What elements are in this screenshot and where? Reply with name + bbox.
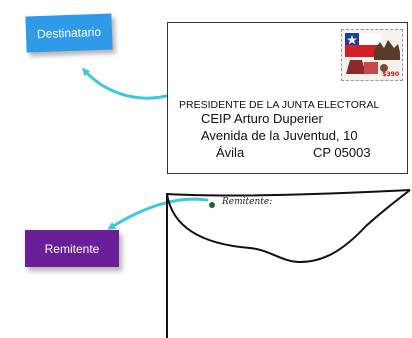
envelope-flap [166, 189, 411, 264]
destinatario-label-box: Destinatario [25, 13, 113, 53]
remitente-arrow [107, 197, 209, 230]
chilean-flag-stamp-image [342, 30, 402, 80]
envelope-back-outline [166, 189, 411, 338]
destinatario-arrow [81, 67, 168, 100]
address-line-postcode: CP 05003 [313, 145, 371, 160]
remitente-dot-icon [209, 202, 215, 208]
address-line-recipient-title: PRESIDENTE DE LA JUNTA ELECTORAL [179, 99, 380, 111]
address-line-school: CEIP Arturo Duperier [201, 111, 323, 126]
envelope-back [166, 189, 411, 338]
postage-stamp: $390 [341, 29, 403, 81]
address-line-street: Avenida de la Juventud, 10 [201, 128, 358, 143]
remitente-label-box: Remitente [25, 230, 119, 267]
stamp-value: $390 [382, 71, 399, 78]
remitente-field-label: Remitente: [222, 197, 273, 207]
remitente-box-label: Remitente [44, 241, 100, 256]
destinatario-label: Destinatario [36, 24, 102, 42]
address-line-city: Ávila [216, 145, 245, 160]
envelope-front: $390 PRESIDENTE DE LA JUNTA ELECTORAL CE… [167, 22, 408, 174]
